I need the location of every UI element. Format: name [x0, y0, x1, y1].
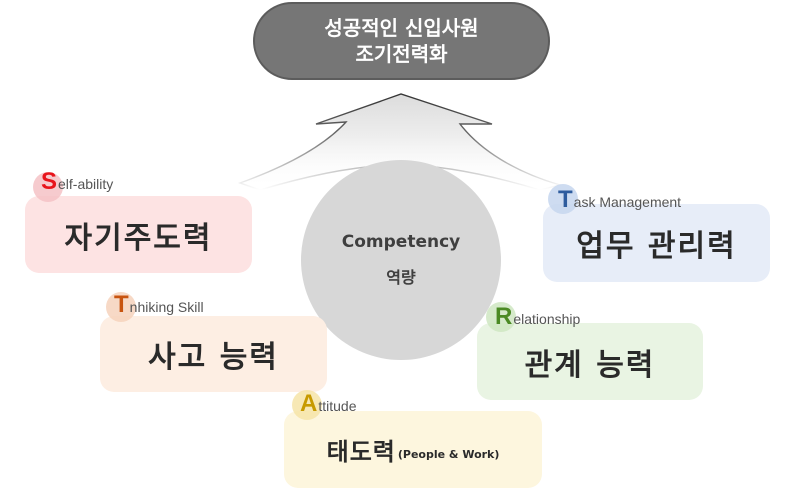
- self-ability-badge: [33, 172, 63, 202]
- self-ability-card: 자기주도력: [25, 196, 252, 273]
- task-management-label: 업무 관리력: [576, 229, 737, 264]
- thinking-skill-card: 사고 능력: [100, 316, 327, 392]
- self-ability-initial: S: [41, 168, 58, 195]
- task-management-tag: T ask Management: [558, 186, 681, 214]
- relationship-badge: [486, 302, 516, 332]
- attitude-sub-label: (People & Work): [397, 448, 500, 461]
- attitude-tag-rest: ttitude: [318, 398, 357, 414]
- attitude-card: 태도력 (People & Work): [284, 411, 542, 488]
- attitude-label: 태도력: [326, 438, 396, 466]
- relationship-initial: R: [495, 303, 513, 330]
- attitude-badge: [292, 390, 322, 420]
- attitude-tag: A ttitude: [300, 390, 356, 418]
- relationship-tag: R elationship: [495, 303, 580, 331]
- goal-line-2: 조기전력화: [355, 42, 448, 66]
- task-management-badge: [548, 184, 578, 214]
- competency-title-en: Competency: [341, 232, 461, 252]
- self-ability-tag: S elf-ability: [41, 168, 113, 196]
- thinking-skill-badge: [106, 292, 136, 322]
- thinking-skill-tag: T nhiking Skill: [114, 291, 204, 319]
- competency-circle: Competency 역량: [301, 160, 501, 360]
- relationship-label: 관계 능력: [524, 347, 656, 383]
- thinking-skill-label: 사고 능력: [148, 340, 279, 375]
- self-ability-label: 자기주도력: [64, 220, 213, 256]
- relationship-tag-rest: elationship: [513, 311, 581, 327]
- task-management-card: 업무 관리력: [543, 204, 770, 282]
- self-ability-tag-rest: elf-ability: [58, 176, 114, 192]
- goal-line-1: 성공적인 신입사원: [324, 16, 479, 40]
- attitude-initial: A: [300, 390, 318, 417]
- task-management-initial: T: [558, 186, 573, 213]
- goal-pill: 성공적인 신입사원 조기전력화: [253, 2, 550, 80]
- task-management-tag-rest: ask Management: [573, 194, 682, 210]
- competency-title-ko: 역량: [386, 268, 416, 287]
- relationship-card: 관계 능력: [477, 323, 703, 400]
- thinking-skill-initial: T: [114, 291, 129, 318]
- thinking-skill-tag-rest: nhiking Skill: [129, 299, 204, 315]
